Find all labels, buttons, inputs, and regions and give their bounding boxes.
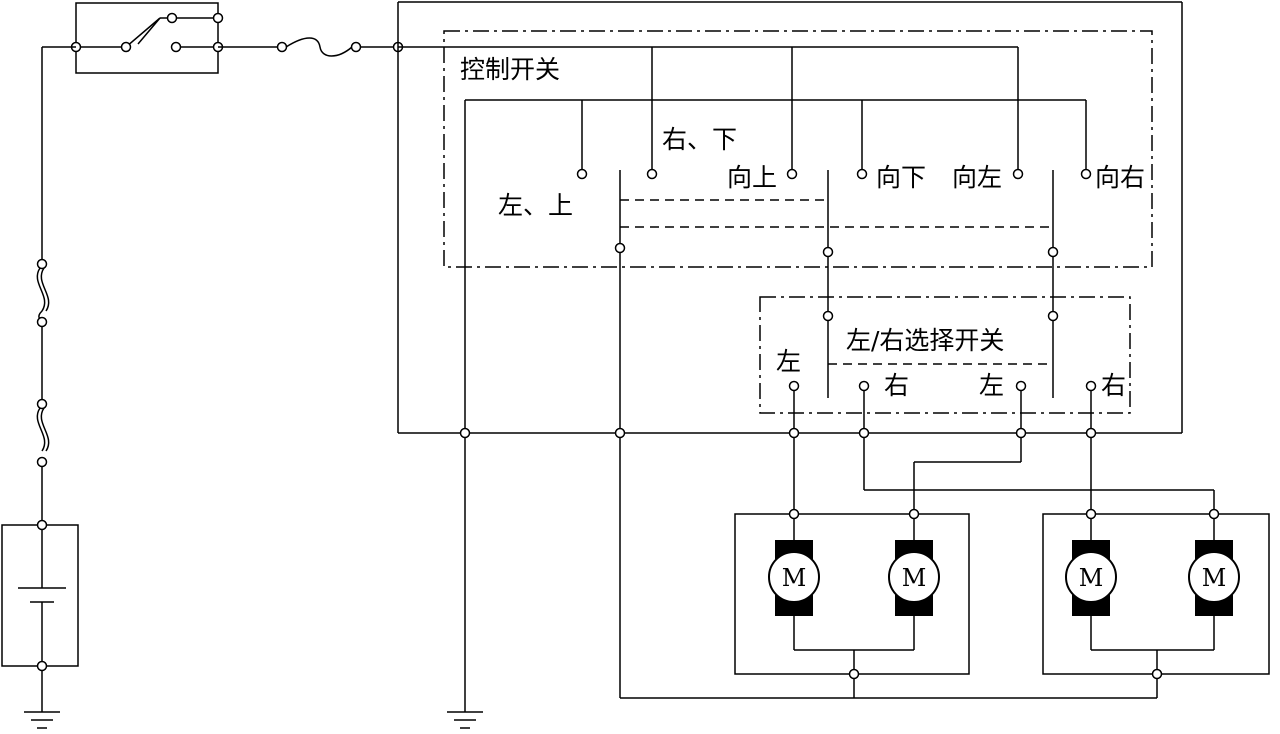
motor-icon: M [768,540,820,616]
label-left: 向左 [952,163,1002,192]
selector-switch: 左/右选择开关 左 右 左 右 [759,256,1131,433]
motor-label: M [1079,564,1104,592]
control-switch: 控制开关 右、下 左、上 向上 向下 向左 向右 [398,30,1153,433]
sel-label-right-1: 右 [884,371,909,400]
label-right: 向右 [1095,163,1145,192]
sel-label-right-2: 右 [1101,371,1126,400]
ground-icon [24,711,60,729]
motor-icon: M [1065,540,1117,616]
motor-label: M [902,564,927,592]
ignition-switch [70,2,224,74]
selector-switch-label: 左/右选择开关 [846,326,1004,355]
control-switch-label: 控制开关 [460,55,560,84]
label-right-down: 右、下 [662,125,737,154]
motor-icon: M [888,540,940,616]
label-left-up: 左、上 [498,191,573,220]
motor-icon: M [1188,540,1240,616]
motor-label: M [1202,564,1227,592]
sel-label-left-2: 左 [979,371,1004,400]
right-mirror-motors: M M [1042,508,1270,698]
sel-label-left-1: 左 [776,347,801,376]
label-down: 向下 [876,163,926,192]
ground-icon [447,711,483,729]
battery-box [1,524,79,667]
main-fuse [218,37,404,57]
motor-feed-wires [793,437,1215,510]
label-up: 向上 [727,163,777,192]
battery-circuit [1,46,79,729]
bus-junctions [459,427,1097,439]
left-mirror-motors: M M [734,508,970,698]
motor-label: M [782,564,807,592]
